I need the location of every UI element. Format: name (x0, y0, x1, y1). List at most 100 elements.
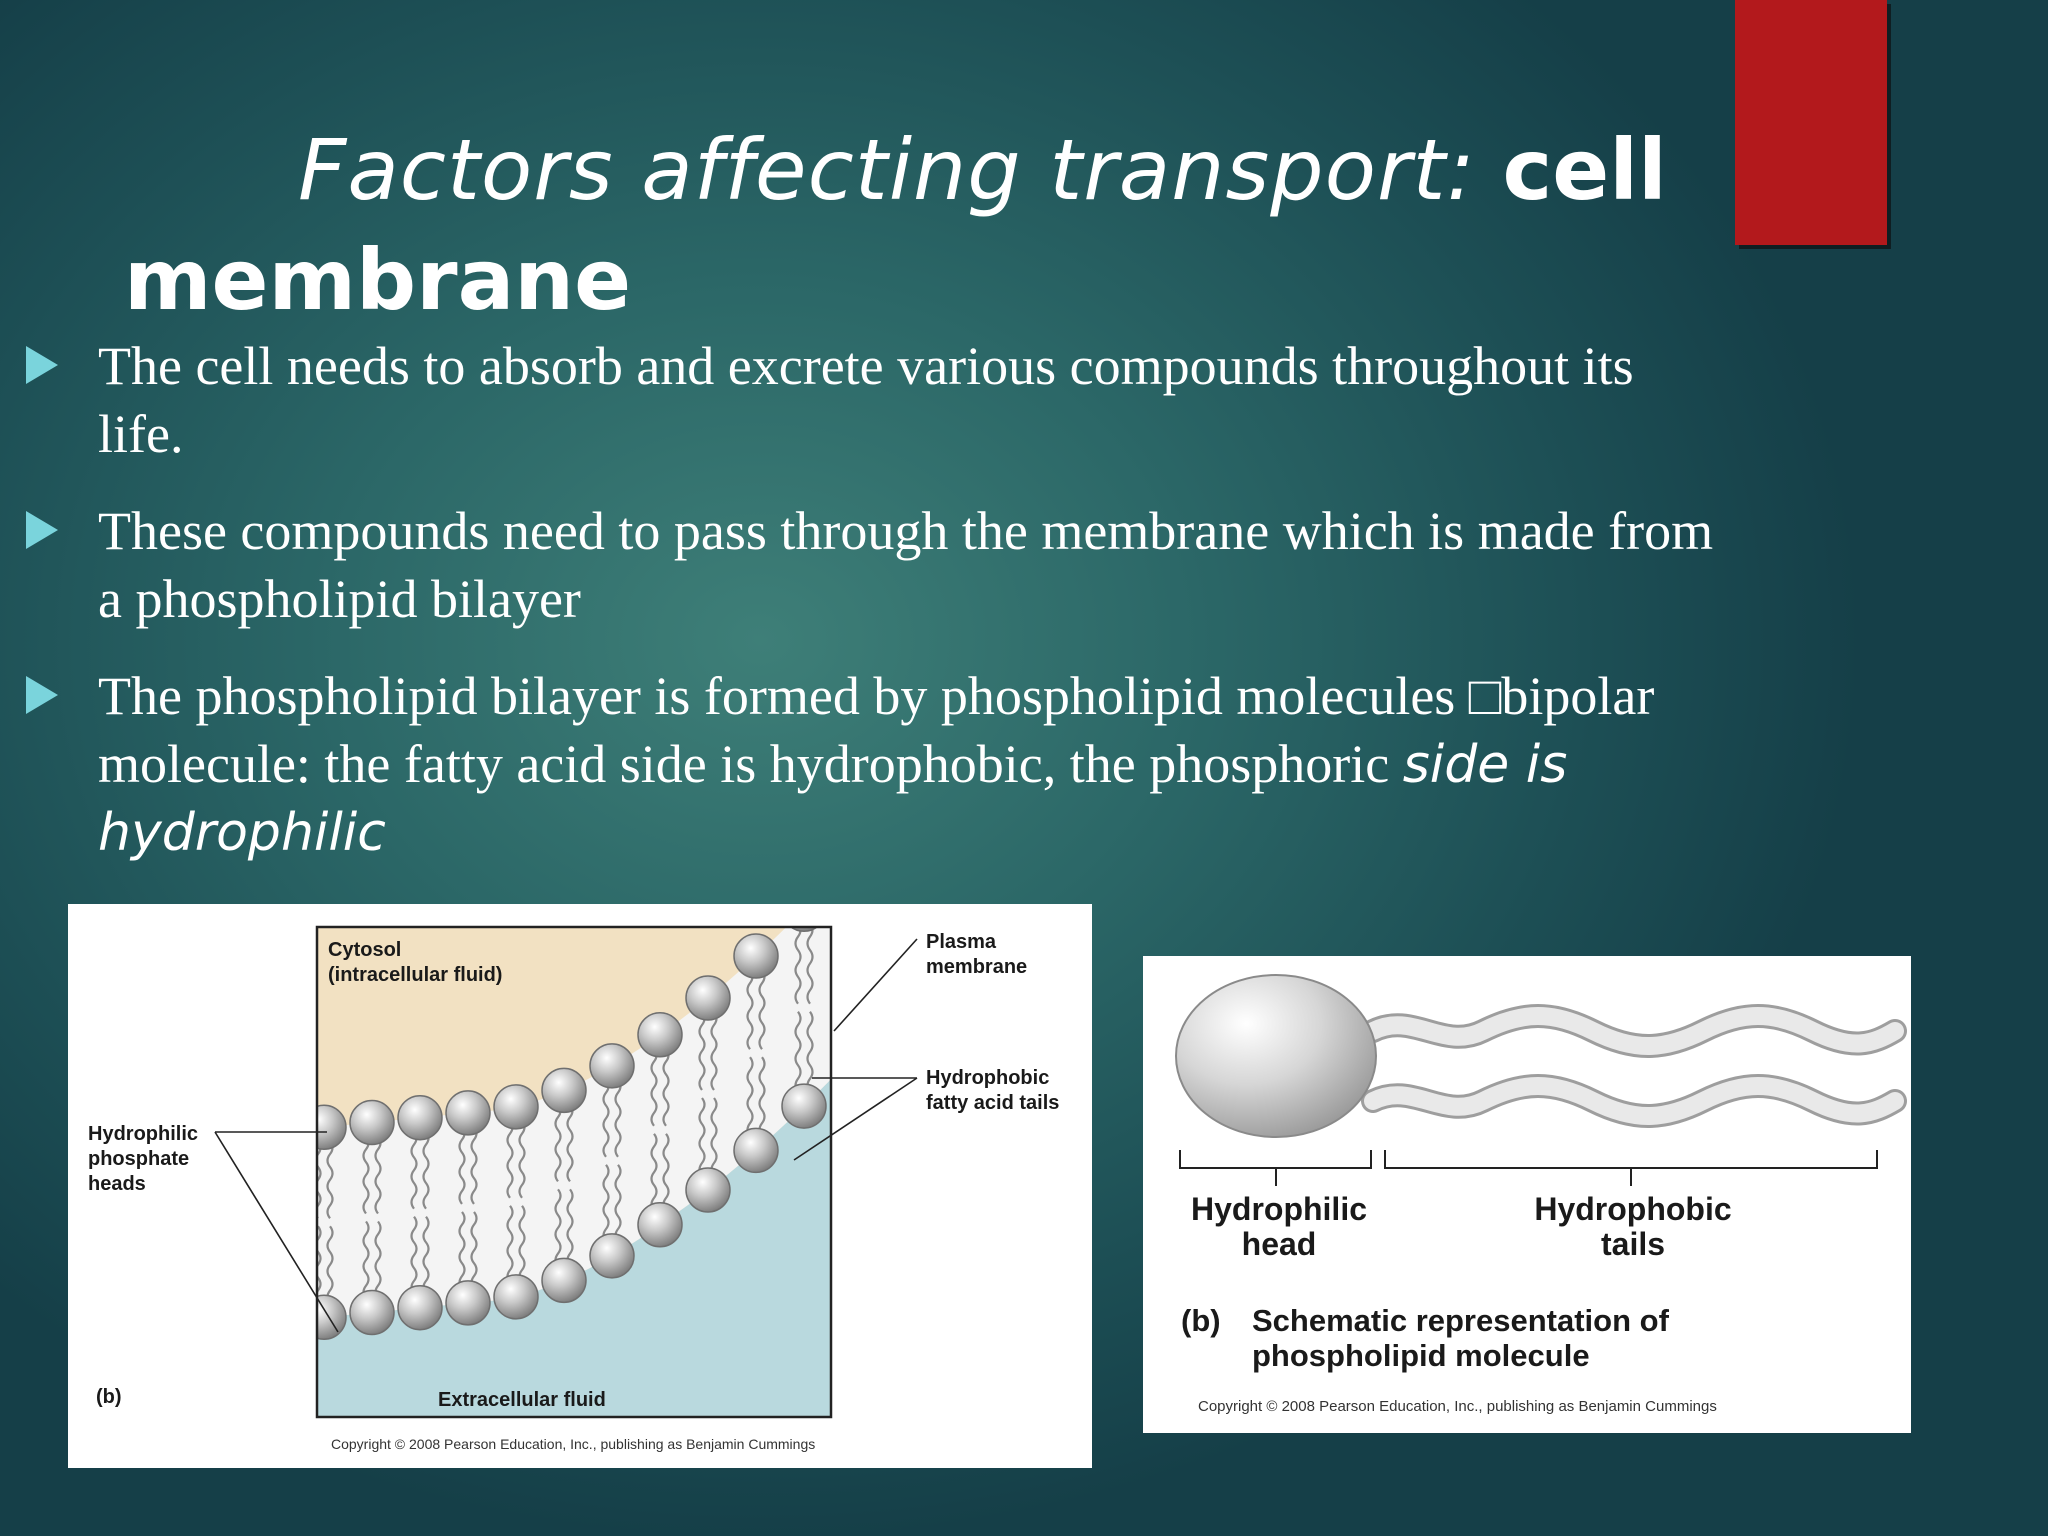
fatty-acid-tail (746, 969, 754, 1050)
cytosol-sublabel: (intracellular fluid) (328, 964, 502, 986)
fatty-acid-tail (614, 1164, 622, 1243)
phosphate-head (349, 1099, 395, 1146)
fatty-acid-tail (410, 1131, 418, 1210)
phosphate-head (733, 1127, 779, 1174)
bullet-line: a phospholipid bilayer (98, 569, 581, 629)
phosphate-head (317, 1104, 347, 1151)
bullet-line-italic: side is (1402, 735, 1568, 795)
phosphate-head (397, 1284, 443, 1331)
phosphate-head (733, 933, 779, 979)
extracellular-label: Extracellular fluid (438, 1389, 606, 1411)
plasma-label: Plasma (926, 931, 997, 953)
copyright-text: Copyright © 2008 Pearson Education, Inc.… (1198, 1398, 1717, 1415)
hydrophobic-tails-shape (1361, 1004, 1907, 1128)
fatty-acid-tail (746, 1056, 754, 1138)
title-bold: cell (1502, 121, 1667, 219)
bullet-arrow-icon (26, 676, 58, 714)
phosphate-head (541, 1067, 587, 1114)
fatty-acid-tail (422, 1216, 430, 1295)
hydrophilic-head-shape (1175, 974, 1377, 1138)
fatty-acid-tail (710, 1097, 718, 1177)
phosphate-label: phosphate (88, 1148, 189, 1170)
membrane-label: membrane (926, 956, 1027, 978)
phosphate-head (589, 1233, 635, 1279)
fatty-acid-tail (422, 1131, 430, 1210)
caption-line-1: Schematic representation of (1252, 1303, 1670, 1338)
fatty-acid-tail (554, 1188, 562, 1268)
phosphate-head (445, 1280, 491, 1326)
fatty-acid-tail (410, 1216, 418, 1295)
hydrophobic-tails-label: Hydrophobic (1534, 1191, 1731, 1227)
bullet-line-italic: hydrophilic (98, 803, 386, 863)
fatty-acid-tail (806, 1011, 814, 1093)
fatty-acid-tail (362, 1135, 370, 1215)
bullet-line: molecule: the fatty acid side is hydroph… (98, 730, 1818, 799)
fatty-acid-tail (470, 1126, 478, 1205)
bullet-line: The phospholipid bilayer is formed by ph… (98, 666, 1655, 726)
fatty-acid-tail (470, 1211, 478, 1290)
fatty-acid-tail (758, 969, 766, 1050)
fatty-acid-tail (554, 1103, 562, 1183)
bullet-arrow-icon (26, 511, 58, 549)
fatty-acid-tails-label: fatty acid tails (926, 1092, 1059, 1114)
panel-label: (b) (96, 1386, 122, 1408)
phosphate-head (685, 975, 731, 1021)
hydrophilic-label: Hydrophilic (88, 1123, 198, 1145)
phosphate-head (445, 1090, 491, 1136)
heads-label: heads (88, 1173, 146, 1195)
phosphate-head (541, 1257, 587, 1304)
phosphate-head (493, 1274, 539, 1320)
phosphate-head (781, 1083, 827, 1129)
phospholipid-diagram: Hydrophilic head Hydrophobic tails (b) S… (1175, 974, 1907, 1415)
bullet-line: life. (98, 404, 184, 464)
extracellular-region (317, 1079, 831, 1417)
brackets (1179, 1150, 1878, 1186)
fatty-acid-tail (758, 1056, 766, 1138)
head-label: head (1242, 1226, 1317, 1262)
phosphate-head (637, 1202, 683, 1248)
bullet-text: The phospholipid bilayer is formed by ph… (98, 662, 1818, 867)
diagram-frame (315, 925, 833, 1419)
fatty-acid-tail (518, 1120, 526, 1199)
fatty-acid-tail (614, 1079, 622, 1158)
title-italic: Factors affecting transport: (298, 121, 1476, 219)
title-line-2: membrane (124, 231, 632, 329)
fatty-acid-tail (710, 1011, 718, 1091)
fatty-acid-tail (458, 1126, 466, 1205)
fatty-acid-tail (602, 1164, 610, 1243)
fatty-acid-tail (566, 1103, 574, 1183)
red-accent-bar (1735, 0, 1887, 245)
fatty-acid-tail (374, 1135, 382, 1215)
phospholipid-figure: Hydrophilic head Hydrophobic tails (b) S… (1143, 956, 1911, 1433)
tails-label: tails (1601, 1226, 1665, 1262)
bullet-text: These compounds need to pass through the… (98, 497, 1818, 633)
bilayer-figure: Cytosol (intracellular fluid) Plasma mem… (68, 904, 1092, 1468)
fatty-acid-tail (806, 927, 814, 1005)
fatty-acid-tail (662, 1133, 670, 1212)
fatty-acid-tail (326, 1225, 334, 1304)
hydrophobic-label: Hydrophobic (926, 1067, 1049, 1089)
fatty-acid-tail (698, 1011, 706, 1091)
fatty-acid-tail (794, 927, 802, 1005)
fatty-acid-tail (326, 1140, 334, 1219)
caption-line-2: phospholipid molecule (1252, 1338, 1590, 1373)
phosphate-head (397, 1094, 443, 1141)
fatty-acid-tail (602, 1079, 610, 1158)
hydrophilic-head-label: Hydrophilic (1191, 1191, 1367, 1227)
copyright-text: Copyright © 2008 Pearson Education, Inc.… (331, 1436, 815, 1452)
fatty-acid-tail (650, 1133, 658, 1212)
fatty-acid-tail (506, 1120, 514, 1199)
bullet-line-part: molecule: the fatty acid side is hydroph… (98, 734, 1403, 794)
title-line-1: Factors affecting transport: cell (298, 115, 1667, 225)
fatty-acid-tail (374, 1220, 382, 1300)
fatty-acid-tail (650, 1048, 658, 1127)
bullet-arrow-icon (26, 346, 58, 384)
fatty-acid-tail (662, 1048, 670, 1127)
bullet-line: The cell needs to absorb and excrete var… (98, 336, 1634, 396)
caption-panel-label: (b) (1181, 1303, 1221, 1338)
bilayer-diagram: Cytosol (intracellular fluid) Plasma mem… (88, 925, 1059, 1452)
bullet-line: These compounds need to pass through the… (98, 501, 1714, 561)
fatty-acid-tail (566, 1188, 574, 1268)
fatty-acid-tail (698, 1097, 706, 1177)
phosphate-heads (317, 927, 827, 1341)
